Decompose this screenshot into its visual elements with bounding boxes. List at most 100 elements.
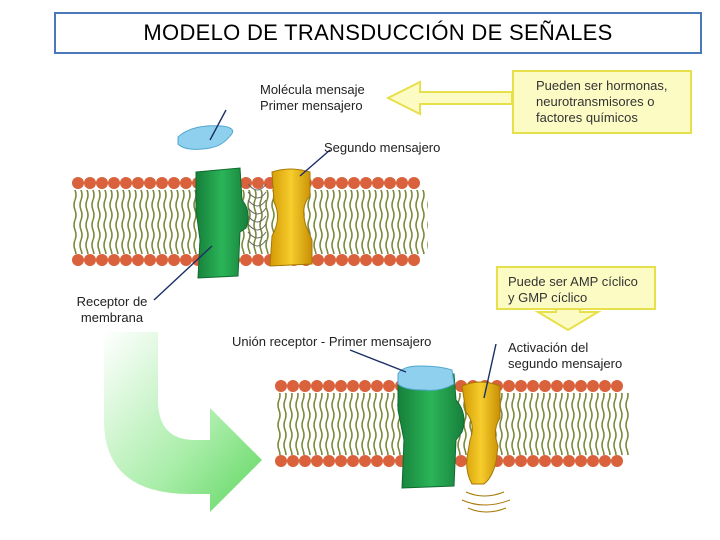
lipid-head	[611, 380, 623, 392]
lipid-head	[120, 177, 132, 189]
lipid-head	[599, 380, 611, 392]
note-hormones-line2: neurotransmisores o	[536, 94, 655, 109]
lipid-head	[72, 254, 84, 266]
label-receptor-line1: Receptor de	[76, 294, 148, 309]
lipid-head	[527, 455, 539, 467]
lipid-head	[299, 455, 311, 467]
lipid-head	[252, 254, 264, 266]
pointer-lines	[153, 109, 497, 399]
lipid-head	[372, 177, 384, 189]
lipid-head	[323, 455, 335, 467]
lipid-head	[287, 455, 299, 467]
lipid-head	[84, 254, 96, 266]
lipid-head	[287, 380, 299, 392]
lipid-head	[120, 254, 132, 266]
lipid-head	[371, 380, 383, 392]
lipid-head	[527, 380, 539, 392]
label-second-messenger: Segundo mensajero	[324, 140, 441, 155]
lipid-head	[383, 455, 395, 467]
membrane-top	[72, 177, 428, 266]
label-molecule: Molécula mensaje Primer mensajero	[260, 82, 365, 114]
lipid-head	[336, 254, 348, 266]
lipid-head	[551, 455, 563, 467]
receptor-green-top	[195, 167, 249, 279]
lipid-head	[240, 177, 252, 189]
curved-arrow	[104, 332, 262, 512]
lipid-head	[311, 380, 323, 392]
label-molecule-line2: Primer mensajero	[260, 98, 363, 113]
lipid-head	[408, 254, 420, 266]
lipid-head	[539, 455, 551, 467]
lipid-head	[252, 177, 264, 189]
lipid-head	[180, 177, 192, 189]
lipid-head	[384, 254, 396, 266]
lipid-head	[312, 254, 324, 266]
lipid-head	[408, 177, 420, 189]
lipid-head	[383, 380, 395, 392]
lipid-head	[563, 455, 575, 467]
lipid-head	[275, 455, 287, 467]
lipid-head	[168, 177, 180, 189]
lipid-head	[396, 254, 408, 266]
lipid-head	[156, 254, 168, 266]
label-binding: Unión receptor - Primer mensajero	[232, 334, 432, 349]
lipid-head	[551, 380, 563, 392]
lipid-head	[455, 455, 467, 467]
lipid-head	[611, 455, 623, 467]
lipid-head	[515, 380, 527, 392]
label-activation: Activación del segundo mensajero	[508, 340, 622, 372]
lipid-head	[132, 254, 144, 266]
page-title: MODELO DE TRANSDUCCIÓN DE SEÑALES	[54, 12, 702, 54]
lipid-head	[599, 455, 611, 467]
lipid-head	[348, 177, 360, 189]
lipid-head	[347, 455, 359, 467]
lipid-head	[575, 455, 587, 467]
lipid-head	[312, 177, 324, 189]
lipid-head	[180, 254, 192, 266]
activation-ripples	[461, 491, 511, 513]
note-amp-line2: y GMP cíclico	[508, 290, 588, 305]
lipid-head	[96, 177, 108, 189]
lipid-head	[144, 177, 156, 189]
label-activation-line2: segundo mensajero	[508, 356, 623, 371]
lipid-head	[587, 380, 599, 392]
signal-waves-top	[247, 183, 267, 247]
lipid-head	[324, 254, 336, 266]
lipid-head	[168, 254, 180, 266]
lipid-head	[359, 380, 371, 392]
label-receptor: Receptor de membrana	[70, 294, 154, 326]
lipid-head	[396, 177, 408, 189]
lipid-head	[108, 177, 120, 189]
ligand-bound-icon	[397, 365, 455, 391]
lipid-head	[360, 177, 372, 189]
lipid-head	[335, 380, 347, 392]
label-molecule-line1: Molécula mensaje	[260, 82, 365, 97]
lipid-head	[347, 380, 359, 392]
lipid-head	[132, 177, 144, 189]
lipid-head	[515, 455, 527, 467]
lipid-head	[311, 455, 323, 467]
lipid-head	[503, 380, 515, 392]
lipid-head	[563, 380, 575, 392]
lipid-head	[371, 455, 383, 467]
lipid-head	[275, 380, 287, 392]
receptor-green-bottom	[397, 373, 465, 489]
ligand-icon	[177, 125, 234, 150]
lipid-head	[144, 254, 156, 266]
note-amp-line1: Puede ser AMP cíclico	[508, 274, 638, 289]
note-hormones-line1: Pueden ser hormonas,	[536, 78, 668, 93]
lipid-head	[156, 177, 168, 189]
lipid-head	[359, 455, 371, 467]
yellow-arrow-left	[385, 80, 513, 116]
note-amp: Puede ser AMP cíclico y GMP cíclico	[496, 266, 656, 310]
lipid-head	[587, 455, 599, 467]
lipid-head	[539, 380, 551, 392]
lipid-head	[108, 254, 120, 266]
note-hormones-line3: factores químicos	[536, 110, 638, 125]
lipid-head	[575, 380, 587, 392]
lipid-head	[240, 254, 252, 266]
second-messenger-protein-top	[269, 168, 313, 267]
lipid-head	[96, 254, 108, 266]
lipid-head	[348, 254, 360, 266]
